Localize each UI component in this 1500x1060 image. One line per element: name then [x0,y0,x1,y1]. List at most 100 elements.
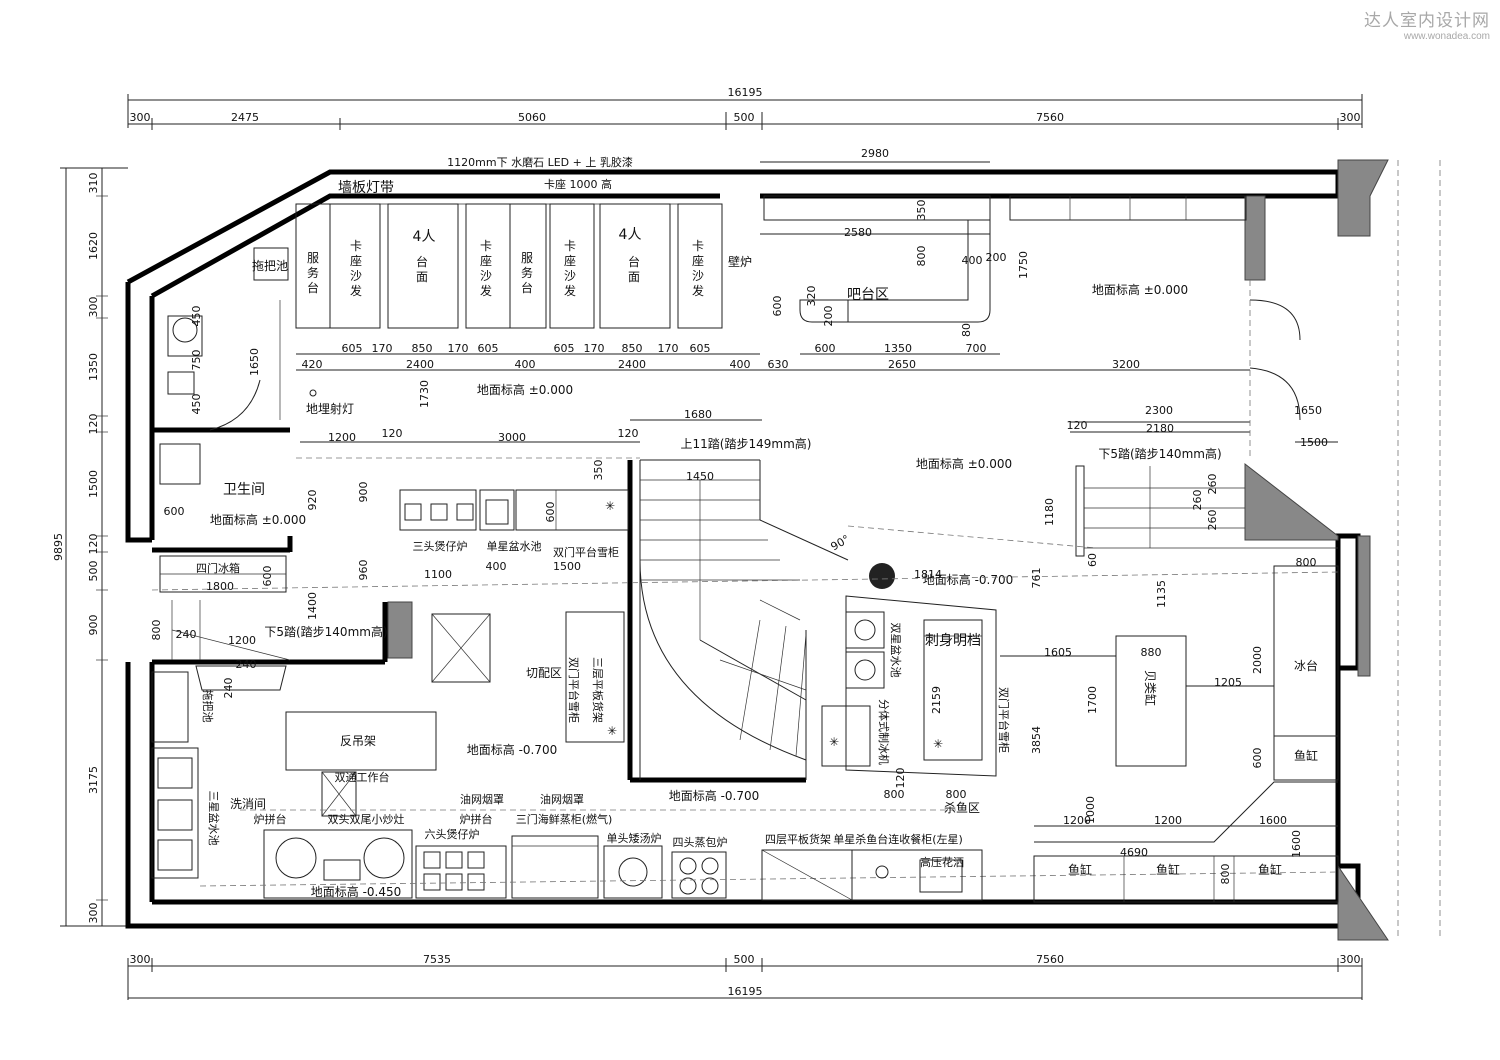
dim-600: 600 [771,296,784,317]
dim-240: 240 [176,628,197,641]
dim-600e: 600 [261,566,274,587]
dim-row2: 3200 [1112,358,1140,371]
dim-120b: 120 [618,427,639,440]
watermark-title: 达人室内设计网 [1364,11,1490,31]
dim-1750: 1750 [1017,251,1030,279]
fan-icon-3: ✳ [933,737,943,751]
dim-800b: 800 [150,620,163,641]
dim-450: 450 [190,306,203,327]
double-sink-label: 双星盆水池 [889,623,903,678]
floor-level-center: 地面标高 ±0.000 [916,456,1012,471]
dim-960: 960 [357,560,370,581]
dim-bottom-seg: 300 [1340,953,1361,966]
cooking-line: 炉拼台 双头双尾小炒灶 炉拼台 油网烟罩 油网烟罩 六头煲仔炉 三门海鲜蒸柜(燃… [199,792,1339,899]
serve-desk-2: 服务台 [521,251,533,295]
dim-bottom-seg: 500 [734,953,755,966]
dim-450b: 450 [190,394,203,415]
dim-left-seg: 310 [87,173,100,194]
dim-row1: 170 [372,342,393,355]
fan-icon-2: ✳ [607,724,617,738]
dim-1500b: 1500 [1300,436,1328,449]
range-table-a: 炉拼台 [254,812,287,826]
table-top-2: 台面 [628,254,640,284]
floor-level-stair-landing: 地面标高 -0.700 [923,572,1014,587]
dim-800d: 800 [1219,864,1232,885]
staircase: 1450 90° 1814 地面标高 -0.700 [639,459,1097,780]
fish-tank-b: 鱼缸 [1068,862,1092,877]
seafood-area: 761 1135 800 1605 880 贝类缸 1700 1205 冰台 鱼… [1000,556,1339,903]
floor-level-kitchen: 地面标高 -0.700 [467,742,558,757]
steam-bun-label: 四头蒸包炉 [673,836,728,849]
wall-light-label: 墙板灯带 [338,180,394,196]
dim-1000: 1000 [1084,796,1097,824]
four-fridge-label: 四门冰箱 [196,561,240,575]
spot-light-label: 地埋射灯 [306,401,354,416]
dim-row1: 170 [584,342,605,355]
dim-1400: 1400 [306,592,319,620]
dim-left-seg: 1500 [87,470,100,498]
dim-800e: 800 [884,788,905,801]
fish-kill-area: 四层平板货架 单星杀鱼台连收餐柜(左星) 高压花洒 杀鱼区 [761,800,983,901]
dim-3000: 3000 [498,431,526,444]
four-door-fridge: 四门冰箱 1800 600 1400 800 下5踏(踏步140mm高) 240… [150,555,388,699]
kitchen-prep: ✳ 三头煲仔炉 单星盆水池 双门平台雪柜 900 960 350 600 110… [151,460,1339,591]
three-stove-label: 三头煲仔炉 [413,540,468,553]
stairs-down-kitchen: 下5踏(踏步140mm高) [264,624,387,639]
seafood-steamer-label: 三门海鲜蒸柜(燃气) [516,812,613,826]
dim-240b: 240 [236,658,257,671]
low-soup-label: 单头矮汤炉 [607,831,662,845]
dim-400b: 400 [486,560,507,573]
floor-level-dining: 地面标高 ±0.000 [477,382,573,397]
dim-bottom-total: 16195 [728,985,763,998]
dim-3854: 3854 [1030,726,1043,754]
dim-row1: 170 [658,342,679,355]
dim-320: 320 [805,286,818,307]
dim-1650b: 1650 [1294,404,1322,417]
dim-900: 900 [357,482,370,503]
left-dimensions: 9895 310 1620 300 1350 120 1500 120 500 … [52,167,128,927]
floor-level-kitchen-2: 地面标高 -0.700 [669,788,760,803]
dim-120a: 120 [382,427,403,440]
booth-sofa-1: 卡座沙发 [350,239,362,298]
dim-80: 80 [960,323,973,337]
dim-260c: 260 [1206,510,1219,531]
dim-2580: 2580 [844,226,872,239]
dim-left-seg: 120 [87,534,100,555]
dim-4690: 4690 [1120,846,1148,859]
dim-600f: 600 [1251,748,1264,769]
dim-1605: 1605 [1044,646,1072,659]
shellfish-tank-label: 贝类缸 [1143,670,1158,706]
dim-2000: 2000 [1251,646,1264,674]
cut-shelf-label: 三层平板货架 [591,657,605,723]
dim-left-seg: 500 [87,561,100,582]
shelf-label: 四层平板货架 [765,832,831,846]
dim-bottom-seg: 300 [130,953,151,966]
dim-top-seg: 2475 [231,111,259,124]
dim-left-seg: 120 [87,414,100,435]
booth-sofa-2: 卡座沙发 [480,239,492,298]
work-table-label: 双通工作台 [335,770,390,784]
high-pressure-label: 高压花洒 [920,855,964,869]
dim-1700: 1700 [1086,686,1099,714]
fan-icon: ✳ [605,499,615,513]
dim-row1: 605 [478,342,499,355]
booth-sofa-4: 卡座沙发 [692,239,704,298]
dim-880: 880 [1141,646,1162,659]
six-stove-label: 六头煲仔炉 [425,828,480,841]
dim-1200c: 1200 [1063,814,1091,827]
dim-2300: 2300 [1145,404,1173,417]
dim-1135: 1135 [1155,580,1168,608]
kitchen-main: 切配区 双门平台雪柜 三层平板货架 ✳ 反吊架 地面标高 -0.700 双通工作… [285,611,760,817]
four-person-2: 4人 [619,227,642,243]
dim-left-seg: 300 [87,903,100,924]
double-fridge-label: 双门平台雪柜 [553,545,619,559]
dim-260a: 260 [1191,490,1204,511]
wash-mop-label: 拖把池 [201,690,215,723]
dim-1180: 1180 [1043,498,1056,526]
dim-row2: 2400 [406,358,434,371]
sashimi-area: ✳ 双星盆水池 分体式制冰机 刺身明档 2159 ✳ 双门平台雪柜 120 80… [821,595,1011,801]
dim-1680: 1680 [684,408,712,421]
wash-area: 拖把池 三星盆水池 洗消间 [151,671,978,879]
dim-row1: 605 [342,342,363,355]
